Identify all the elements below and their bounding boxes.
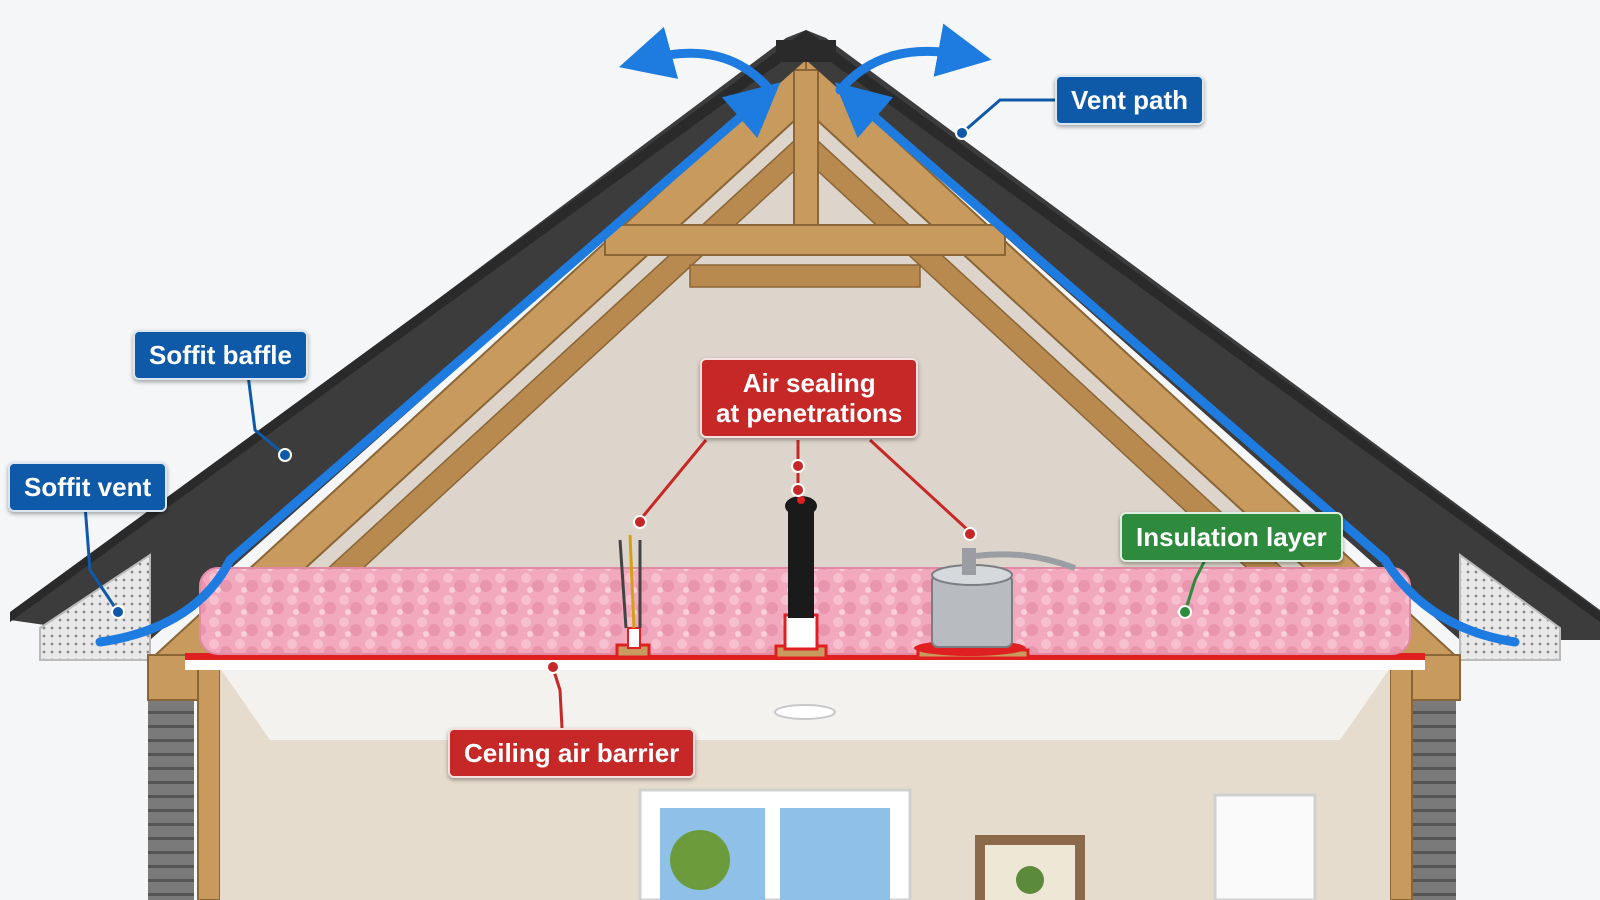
door-icon — [1213, 793, 1317, 900]
exterior-wall-right — [1410, 690, 1456, 900]
leader-lines — [83, 98, 1207, 729]
ceiling-air-barrier-label: Ceiling air barrier — [448, 728, 696, 778]
wall-stud-left — [197, 664, 221, 900]
vent-pipe-icon — [774, 496, 828, 660]
wall-stud-right — [1389, 664, 1413, 900]
vent-path-text: Vent path — [1071, 85, 1189, 115]
soffit-vent-text: Soffit vent — [24, 472, 152, 502]
vent-path-label: Vent path — [1055, 75, 1205, 125]
airflow-arrow-icon — [835, 23, 992, 95]
air-sealing-label: Air sealing at penetrations — [700, 358, 919, 438]
airflow-arrow-icon — [95, 82, 781, 647]
exterior-wall-left — [148, 690, 194, 900]
insulation-layer-text: Insulation layer — [1136, 522, 1327, 552]
airflow-arrows — [95, 23, 1520, 647]
top-plate-left — [147, 654, 199, 701]
ceiling-air-barrier-text: Ceiling air barrier — [464, 738, 680, 768]
insulation-layer-label: Insulation layer — [1120, 512, 1343, 562]
picture-frame-icon — [975, 835, 1085, 900]
ceiling-light-icon — [774, 704, 836, 720]
room-below — [220, 668, 1390, 900]
ceiling-drywall — [185, 660, 1425, 670]
wire-penetration-icon — [615, 534, 651, 659]
roof-shingles — [10, 30, 1600, 640]
airflow-arrow-icon — [834, 82, 1520, 647]
soffit-vent-label: Soffit vent — [8, 462, 168, 512]
truss-members — [604, 69, 1006, 288]
airflow-arrow-icon — [618, 26, 775, 95]
window-icon — [638, 788, 912, 900]
soffit-baffle-text: Soffit baffle — [149, 340, 292, 370]
soffit-baffle-label: Soffit baffle — [133, 330, 308, 380]
air-sealing-line2: at penetrations — [716, 398, 903, 428]
air-sealing-line1: Air sealing — [742, 368, 876, 398]
recessed-light-can-icon — [914, 548, 1077, 660]
